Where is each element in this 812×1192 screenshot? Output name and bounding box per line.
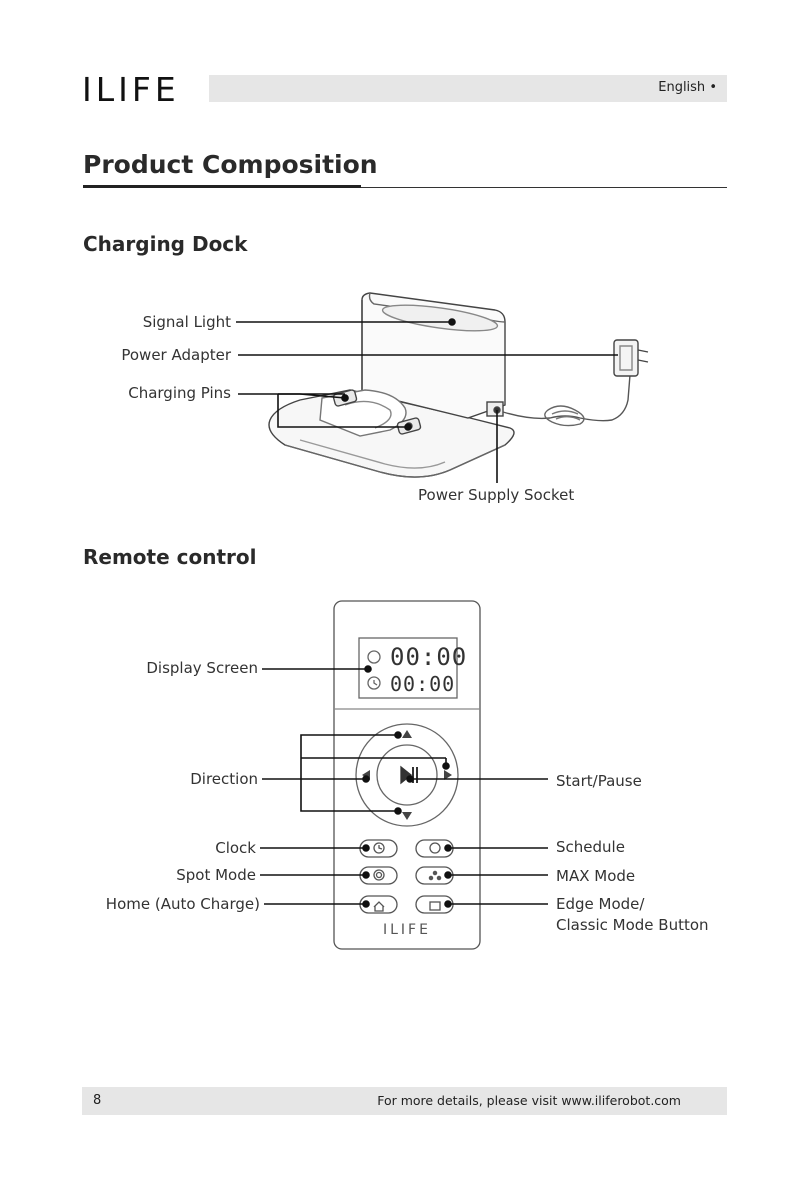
- classic-mode-label: Classic Mode Button: [556, 916, 709, 934]
- language-label: English •: [658, 80, 717, 95]
- direction-label: Direction: [190, 770, 258, 788]
- dock-heading: Charging Dock: [83, 232, 248, 256]
- display-time-1: 00:00: [390, 643, 468, 671]
- power-adapter-label: Power Adapter: [121, 346, 231, 364]
- display-time-2: 00:00: [390, 672, 456, 696]
- charging-pins-label: Charging Pins: [128, 384, 231, 402]
- edge-mode-label: Edge Mode/: [556, 895, 645, 913]
- spot-mode-label: Spot Mode: [176, 866, 256, 884]
- language-bullet: •: [709, 80, 717, 95]
- title-rule: [83, 187, 727, 188]
- home-label: Home (Auto Charge): [105, 895, 260, 913]
- footer-bar: 8 For more details, please visit www.ili…: [82, 1087, 727, 1115]
- display-screen-label: Display Screen: [146, 659, 258, 677]
- page-title: Product Composition: [83, 150, 378, 179]
- remote-heading: Remote control: [83, 545, 257, 569]
- brand-logo: ILIFE: [82, 70, 180, 109]
- page-number: 8: [93, 1093, 102, 1108]
- language-bar: English •: [209, 75, 727, 102]
- remote-brand: ILIFE: [383, 922, 431, 938]
- footer-text: For more details, please visit www.ilife…: [377, 1093, 681, 1108]
- title-underline: [83, 185, 361, 188]
- remote-callout-lines: [260, 665, 548, 908]
- max-mode-label: MAX Mode: [556, 867, 636, 885]
- language-text: English: [658, 80, 706, 95]
- clock-label: Clock: [215, 839, 256, 857]
- signal-light-label: Signal Light: [142, 313, 231, 331]
- start-pause-label: Start/Pause: [556, 772, 642, 790]
- schedule-label: Schedule: [556, 838, 625, 856]
- dock-callout-lines: [236, 318, 618, 483]
- charging-dock-illustration: [268, 292, 649, 478]
- power-supply-socket-label: Power Supply Socket: [418, 486, 575, 504]
